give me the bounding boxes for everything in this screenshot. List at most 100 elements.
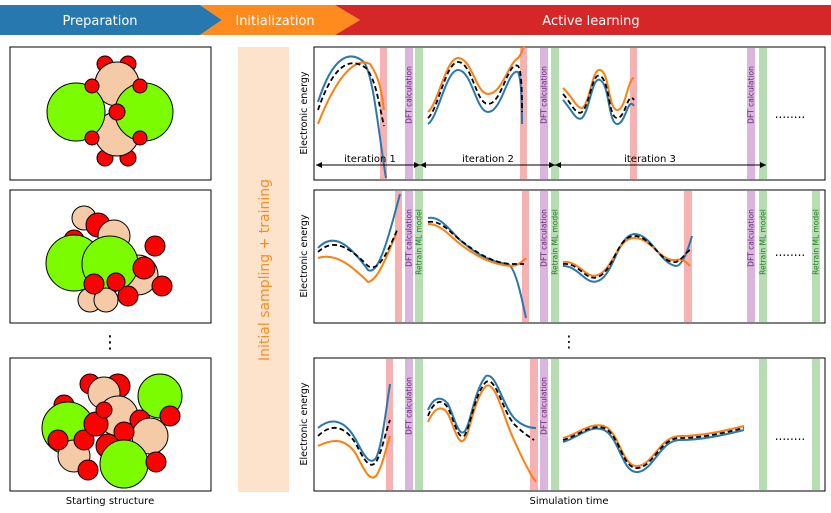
atom-small — [159, 405, 181, 427]
ml-model-curve-blue — [427, 216, 527, 319]
simulation-time-label: Simulation time — [529, 496, 608, 507]
atom-small — [144, 235, 166, 257]
panel-3-dots: ........ — [775, 429, 806, 443]
retrain-ml-model-label: Retrain ML model — [415, 209, 424, 275]
atom-small — [77, 459, 99, 481]
reference-curve-dashed — [562, 235, 691, 279]
iteration-1-label: iteration 1 — [344, 154, 396, 165]
panel-1-ylabel: Electronic energy — [299, 71, 310, 154]
dft-band — [747, 191, 755, 322]
dft-band — [540, 48, 548, 179]
ml-model-curve-blue — [317, 383, 391, 462]
header-banner: Preparation Initialization Active learni… — [0, 5, 831, 35]
retrain-band — [759, 191, 767, 322]
ml-model-curve-blue — [317, 193, 401, 272]
panel-3-curves — [317, 374, 745, 483]
retrain-band — [415, 359, 423, 490]
atom-small — [95, 401, 113, 419]
reference-curve-dashed — [562, 75, 635, 119]
atom-small — [47, 429, 69, 451]
atom-medium — [93, 287, 119, 313]
iteration-3-label: iteration 3 — [624, 154, 676, 165]
panel-2-dots: ........ — [775, 245, 806, 259]
ml-model-curve-blue — [427, 68, 523, 125]
dft-calculation-label: DFT calculation — [747, 209, 756, 267]
atom-small — [117, 285, 139, 307]
iteration-2-arrowhead-left — [420, 162, 426, 168]
ml-model-curve-blue — [562, 232, 693, 283]
initialization-box: Initial sampling + training — [238, 47, 289, 492]
ml-model-curve-orange — [317, 61, 385, 125]
iteration-2-arrowhead-right — [549, 162, 555, 168]
atom-small — [106, 272, 126, 292]
atom-small — [108, 103, 126, 121]
reference-curve-dashed — [562, 426, 745, 469]
panel-3-ylabel: Electronic energy — [299, 382, 310, 465]
retrain-ml-model-label: Retrain ML model — [551, 209, 560, 275]
iteration-arrows: iteration 1 iteration 2 iteration 3 — [316, 154, 766, 168]
deviation-band — [395, 191, 402, 322]
iteration-2-label: iteration 2 — [462, 154, 514, 165]
deviation-band — [530, 359, 538, 490]
retrain-ml-model-label: Retrain ML model — [812, 209, 821, 275]
atom-large — [46, 82, 106, 142]
atom-small — [132, 256, 156, 280]
deviation-band — [630, 48, 637, 179]
retrain-band — [551, 359, 559, 490]
structures-ellipsis: ⋮ — [101, 332, 119, 353]
reference-curve-dashed — [427, 380, 535, 441]
starting-structures: ⋮ Starting structure — [9, 46, 212, 507]
panels-ellipsis: ⋮ — [561, 332, 577, 351]
dft-calculation-label: DFT calculation — [540, 209, 549, 267]
dft-band — [405, 359, 413, 490]
reference-curve-dashed — [427, 61, 523, 119]
reference-curve-dashed — [317, 419, 391, 466]
panel-2-frame — [313, 189, 826, 324]
atom-small — [113, 421, 135, 443]
panel-3-frame — [313, 357, 826, 492]
panel-2-curves — [317, 193, 693, 319]
iteration-1-arrowhead-right — [414, 162, 420, 168]
deviation-band — [386, 359, 393, 490]
panel-1-dots: ........ — [775, 107, 806, 121]
retrain-band — [812, 191, 820, 322]
initialization-label: Initialization — [235, 14, 314, 29]
ml-model-curve-orange — [427, 45, 525, 113]
dft-calculation-label: DFT calculation — [405, 377, 414, 435]
active-learning-label: Active learning — [542, 14, 639, 29]
preparation-label: Preparation — [62, 14, 137, 29]
iteration-3-arrowhead-left — [555, 162, 561, 168]
atom-small — [84, 78, 100, 94]
dft-band — [540, 191, 548, 322]
deviation-band — [380, 48, 387, 179]
atom-large — [99, 439, 149, 489]
dft-band — [405, 48, 413, 179]
retrain-ml-model-label: Retrain ML model — [759, 209, 768, 275]
dft-calculation-label: DFT calculation — [540, 66, 549, 124]
initialization-arrow — [200, 5, 360, 35]
atom-small — [145, 451, 167, 473]
atom-small — [73, 429, 95, 451]
panel-1-frame — [313, 46, 826, 181]
retrain-band — [812, 359, 820, 490]
ml-model-curve-orange — [427, 223, 527, 268]
structure-2-atoms — [45, 205, 173, 313]
atom-small — [84, 130, 100, 146]
retrain-band — [759, 359, 767, 490]
initial-sampling-label: Initial sampling + training — [257, 179, 273, 361]
retrain-band — [415, 191, 423, 322]
atom-small — [132, 130, 148, 146]
ml-model-curve-orange — [562, 424, 745, 467]
retrain-band — [551, 48, 559, 179]
panel-1-curves — [317, 45, 635, 179]
dft-calculation-label: DFT calculation — [405, 66, 414, 124]
initial-sampling-box — [238, 47, 289, 492]
ml-model-curve-orange — [562, 236, 691, 277]
